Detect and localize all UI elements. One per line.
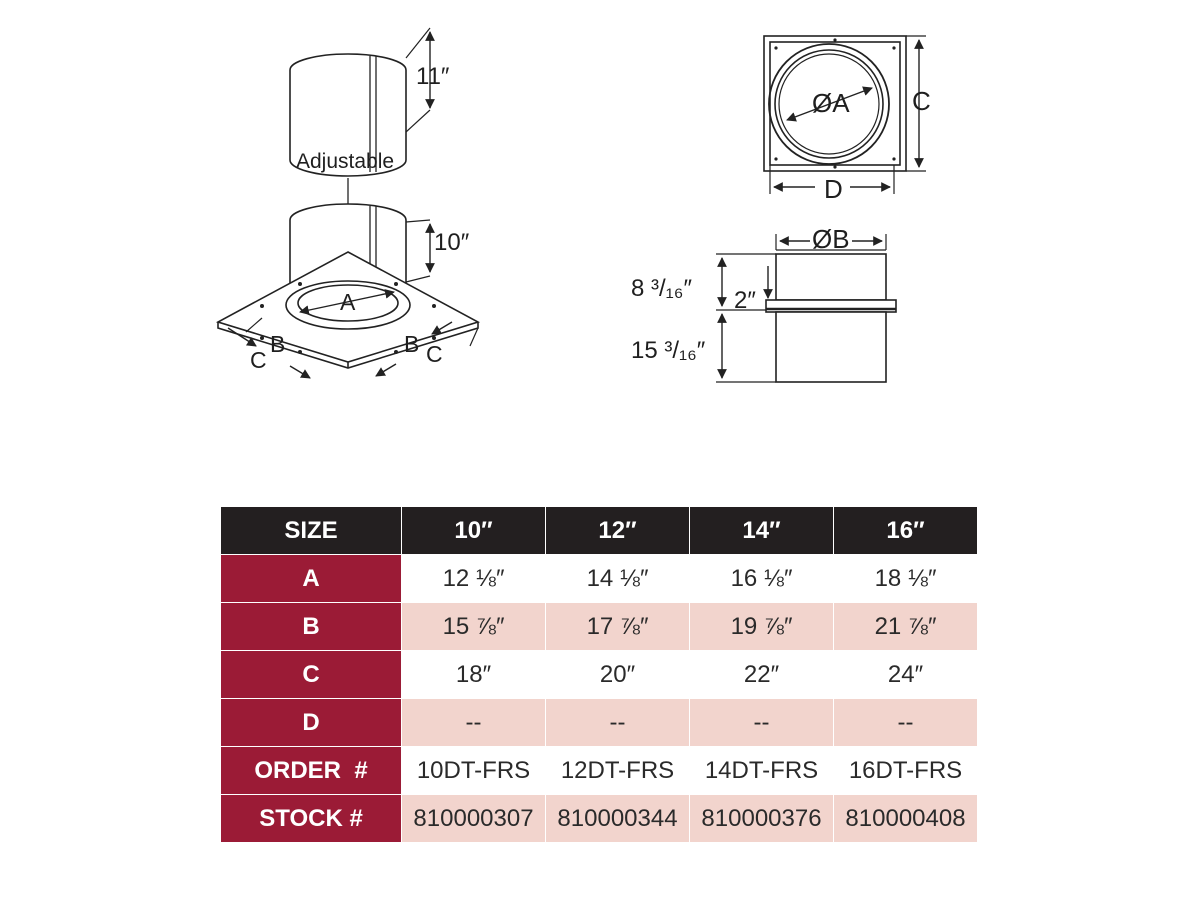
- side-upper-body: [775, 253, 887, 301]
- top-view-opening: [768, 43, 890, 165]
- row-label: B: [220, 602, 402, 651]
- height-bottom-label: 10″: [434, 229, 470, 256]
- height-top-label: 11″: [416, 63, 450, 90]
- header-size: SIZE: [220, 506, 402, 555]
- table-cell: 18 ⅛″: [833, 554, 978, 603]
- row-label: A: [220, 554, 402, 603]
- table-cell: --: [689, 698, 834, 747]
- top-d-label: D: [824, 174, 843, 204]
- table-cell: 14DT-FRS: [689, 746, 834, 795]
- iso-b-right-label: B: [404, 331, 419, 357]
- table-cell: 18″: [401, 650, 546, 699]
- header-14: 14″: [689, 506, 834, 555]
- table-cell: 12 ⅛″: [401, 554, 546, 603]
- row-label: D: [220, 698, 402, 747]
- table-cell: 16 ⅛″: [689, 554, 834, 603]
- isometric-view: [215, 27, 481, 379]
- side-two-inch-label: 2″: [734, 287, 756, 314]
- table-cell: 810000408: [833, 794, 978, 843]
- lower-cylinder: [289, 203, 407, 286]
- side-diameter-b-label: ØB: [812, 224, 850, 254]
- row-label: STOCK #: [220, 794, 402, 843]
- table-row: STOCK # 810000307 810000344 810000376 81…: [220, 794, 978, 843]
- table-cell: 20″: [545, 650, 690, 699]
- iso-b-left-label: B: [270, 331, 285, 357]
- iso-a-label: A: [340, 289, 356, 315]
- table-cell: 810000307: [401, 794, 546, 843]
- top-view: [763, 35, 926, 194]
- table-cell: 12DT-FRS: [545, 746, 690, 795]
- side-lower-height-label: 15 ³/₁₆″: [631, 337, 706, 364]
- iso-c-left-label: C: [250, 347, 267, 373]
- side-lower-body: [775, 311, 887, 383]
- table-cell: 21 ⅞″: [833, 602, 978, 651]
- side-plate: [765, 299, 897, 313]
- table-row: D -- -- -- --: [220, 698, 978, 747]
- table-cell: --: [401, 698, 546, 747]
- adjustable-label: Adjustable: [296, 150, 394, 173]
- table-cell: 22″: [689, 650, 834, 699]
- side-upper-height-label: 8 ³/₁₆″: [631, 275, 692, 302]
- iso-c-right-label: C: [426, 341, 443, 367]
- table-cell: 10DT-FRS: [401, 746, 546, 795]
- table-cell: 17 ⅞″: [545, 602, 690, 651]
- table-cell: 14 ⅛″: [545, 554, 690, 603]
- top-diameter-a-label: ØA: [812, 88, 850, 118]
- table-header-row: SIZE 10″ 12″ 14″ 16″: [220, 506, 978, 555]
- header-10: 10″: [401, 506, 546, 555]
- table-cell: 19 ⅞″: [689, 602, 834, 651]
- table-cell: 24″: [833, 650, 978, 699]
- row-label: ORDER #: [220, 746, 402, 795]
- table-cell: 810000376: [689, 794, 834, 843]
- spec-table: SIZE 10″ 12″ 14″ 16″ A 12 ⅛″ 14 ⅛″ 16 ⅛″…: [220, 506, 978, 843]
- row-label: C: [220, 650, 402, 699]
- table-cell: 15 ⅞″: [401, 602, 546, 651]
- side-view: [716, 234, 897, 383]
- technical-drawing: 11″ Adjustable 10″ A B C B C ØA C D: [215, 27, 931, 383]
- table-row: A 12 ⅛″ 14 ⅛″ 16 ⅛″ 18 ⅛″: [220, 554, 978, 603]
- table-row: C 18″ 20″ 22″ 24″: [220, 650, 978, 699]
- table-row: ORDER # 10DT-FRS 12DT-FRS 14DT-FRS 16DT-…: [220, 746, 978, 795]
- table-cell: --: [833, 698, 978, 747]
- upper-cylinder: [289, 53, 407, 177]
- table-row: B 15 ⅞″ 17 ⅞″ 19 ⅞″ 21 ⅞″: [220, 602, 978, 651]
- table-cell: --: [545, 698, 690, 747]
- table-cell: 16DT-FRS: [833, 746, 978, 795]
- header-16: 16″: [833, 506, 978, 555]
- header-12: 12″: [545, 506, 690, 555]
- table-cell: 810000344: [545, 794, 690, 843]
- top-c-label: C: [912, 86, 931, 116]
